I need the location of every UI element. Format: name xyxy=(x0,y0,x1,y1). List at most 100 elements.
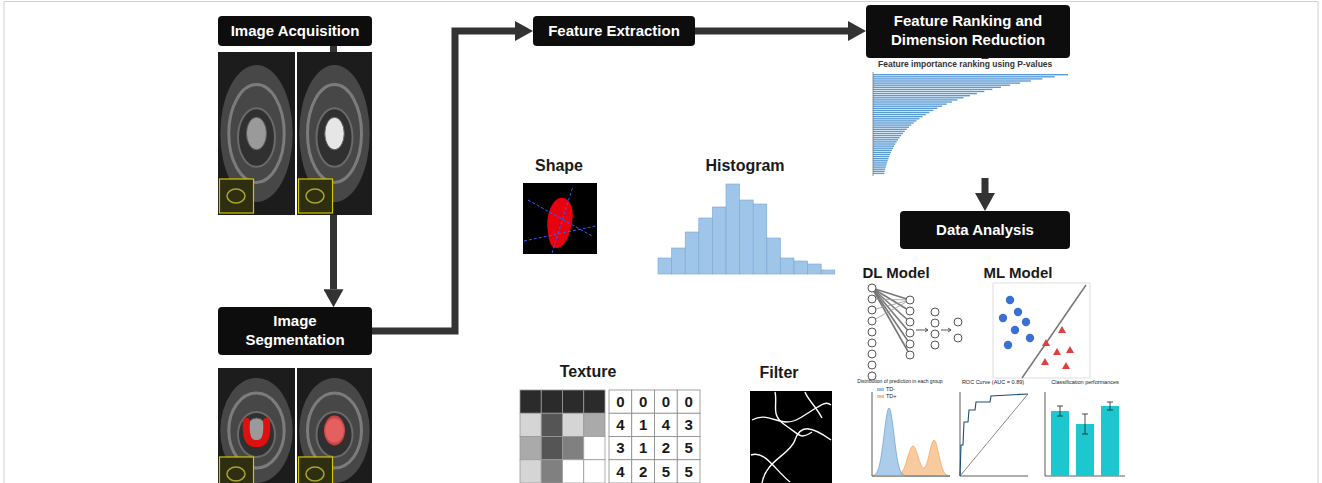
mri-image xyxy=(297,52,372,215)
error-bar xyxy=(1082,414,1088,434)
scatter-point xyxy=(1022,318,1030,326)
texture-cell xyxy=(541,437,562,460)
mri-image xyxy=(218,52,295,215)
mri-organ xyxy=(246,117,266,150)
texture-cell xyxy=(584,460,605,483)
texture-cell xyxy=(584,437,605,460)
plot-title: Classification performances xyxy=(1051,379,1119,385)
histogram-bar xyxy=(808,264,822,274)
plot-title: Distribution of prediction in each group xyxy=(857,379,942,385)
scatter-frame xyxy=(993,283,1090,378)
matrix-value: 4 xyxy=(616,416,624,433)
network-link xyxy=(872,299,910,300)
matrix-value: 0 xyxy=(662,393,670,410)
process-box: Feature Extraction xyxy=(533,16,695,46)
matrix-value: 2 xyxy=(662,439,670,456)
mri-ring xyxy=(238,412,275,457)
box-title: Image Acquisition xyxy=(231,22,360,41)
scatter-point xyxy=(1004,341,1012,349)
importance-bar xyxy=(873,122,914,123)
matrix-cell xyxy=(632,390,655,413)
network-neuron xyxy=(906,329,914,337)
network-neuron xyxy=(906,340,914,348)
segmentation-mask xyxy=(246,422,267,444)
matrix-value: 4 xyxy=(662,416,670,433)
histogram-bar xyxy=(699,218,713,274)
mri-ring xyxy=(317,412,353,457)
histogram-bar xyxy=(658,258,672,274)
network-arrow xyxy=(916,328,928,332)
mri-body xyxy=(220,378,292,483)
mri-inset xyxy=(299,457,333,483)
mri-inset-organ xyxy=(306,189,324,203)
matrix-value: 2 xyxy=(639,463,647,480)
histogram-bar xyxy=(753,204,767,274)
matrix-cell xyxy=(609,437,632,460)
mri-ground xyxy=(297,52,372,215)
importance-bar xyxy=(873,139,898,140)
decision-line xyxy=(1022,285,1086,378)
importance-bar xyxy=(873,87,1001,88)
importance-bar xyxy=(873,124,911,125)
mri-image xyxy=(218,368,295,483)
importance-bar xyxy=(873,143,895,144)
network-neuron xyxy=(906,307,914,315)
network-neuron xyxy=(954,334,962,342)
importance-bar xyxy=(873,120,916,121)
scatter-point xyxy=(999,314,1007,322)
plot-axis xyxy=(960,392,1028,476)
importance-bar xyxy=(873,114,926,115)
matrix-cell xyxy=(632,460,655,483)
matrix-value: 5 xyxy=(662,463,670,480)
error-bar xyxy=(1107,402,1113,410)
shape-ground xyxy=(523,183,597,254)
matrix-value: 5 xyxy=(684,463,692,480)
filter-ground xyxy=(750,391,832,483)
importance-bar xyxy=(873,89,992,90)
importance-bar xyxy=(873,131,905,132)
box-title: Data Analysis xyxy=(936,221,1034,240)
mri-image xyxy=(297,368,372,483)
network-link xyxy=(872,300,910,321)
filter-edge xyxy=(805,392,822,418)
texture-cell xyxy=(541,413,562,436)
importance-bar xyxy=(873,97,964,98)
network-neuron xyxy=(868,284,876,292)
scatter-point xyxy=(1011,326,1019,334)
matrix-value: 3 xyxy=(684,416,692,433)
flow-arrow xyxy=(372,31,515,331)
importance-bar xyxy=(873,154,890,155)
mri-ring xyxy=(238,108,275,167)
box-title: Feature Ranking and Dimension Reduction xyxy=(876,12,1060,50)
mri-ring xyxy=(308,85,362,183)
importance-bar xyxy=(873,91,984,92)
network-neuron xyxy=(868,361,876,369)
mri-ring xyxy=(229,85,284,183)
performance-bar xyxy=(1101,406,1119,476)
importance-bar xyxy=(873,112,929,113)
plot-axis xyxy=(1045,392,1125,476)
importance-bar xyxy=(873,74,1068,75)
network-link xyxy=(872,288,910,355)
network-neuron xyxy=(931,308,939,316)
feature-type: Histogram xyxy=(705,157,784,175)
scatter-point xyxy=(1026,334,1034,342)
scatter-triangle xyxy=(1058,326,1066,333)
feature-type: Texture xyxy=(560,363,617,381)
box-title: Image Segmentation xyxy=(228,312,362,350)
texture-cell xyxy=(584,390,605,413)
plot-axis xyxy=(872,392,950,476)
shape-axis xyxy=(552,186,573,253)
matrix-value: 1 xyxy=(639,439,647,456)
mri-inset xyxy=(220,179,254,213)
filter-edge xyxy=(751,454,790,482)
texture-cell xyxy=(520,460,541,483)
filter-edge xyxy=(762,429,831,483)
network-link xyxy=(872,288,910,344)
matrix-value: 0 xyxy=(616,393,624,410)
matrix-cell xyxy=(677,460,700,483)
importance-bar xyxy=(873,80,1031,81)
importance-bar xyxy=(873,137,900,138)
importance-bar xyxy=(873,108,937,109)
importance-bar xyxy=(873,164,886,165)
